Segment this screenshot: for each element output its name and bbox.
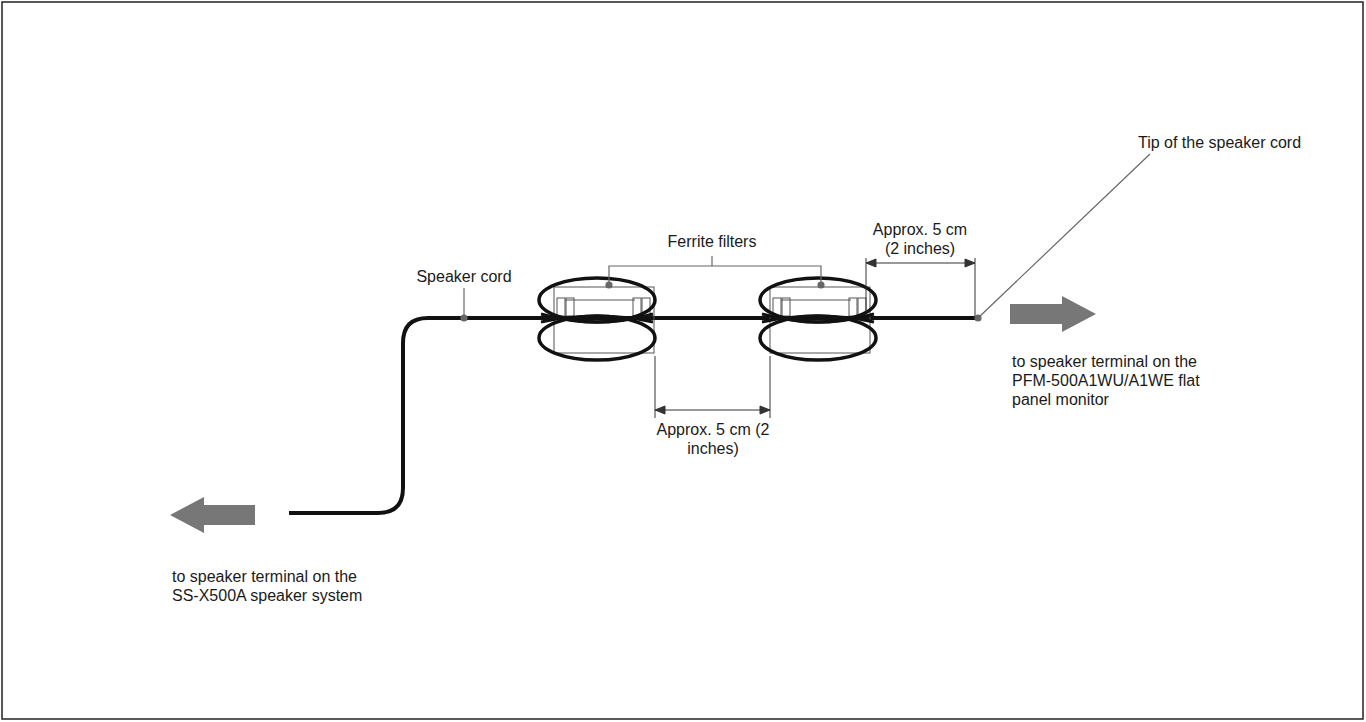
note-label: to speaker terminal on the SS-X500A spea…	[170, 567, 389, 605]
leader-bracket	[606, 256, 824, 288]
part-label: Ferrite filters	[666, 232, 759, 251]
ferrite-filter	[539, 278, 655, 360]
dimension-label: Approx. 5 cm (2 inches)	[863, 220, 977, 258]
direction-arrow	[170, 497, 255, 533]
note-label: to speaker terminal on the PFM-500A1WU/A…	[1010, 352, 1214, 409]
leader-line	[975, 154, 1150, 321]
dimension-line	[866, 254, 975, 316]
direction-arrow	[1010, 296, 1096, 332]
dimension-line	[655, 356, 770, 418]
dimension-label: Approx. 5 cm (2 inches)	[653, 420, 773, 458]
ferrite-filter	[760, 278, 876, 360]
part-label: Tip of the speaker cord	[1136, 133, 1303, 152]
part-label: Speaker cord	[414, 267, 513, 286]
leader-line	[461, 288, 467, 321]
